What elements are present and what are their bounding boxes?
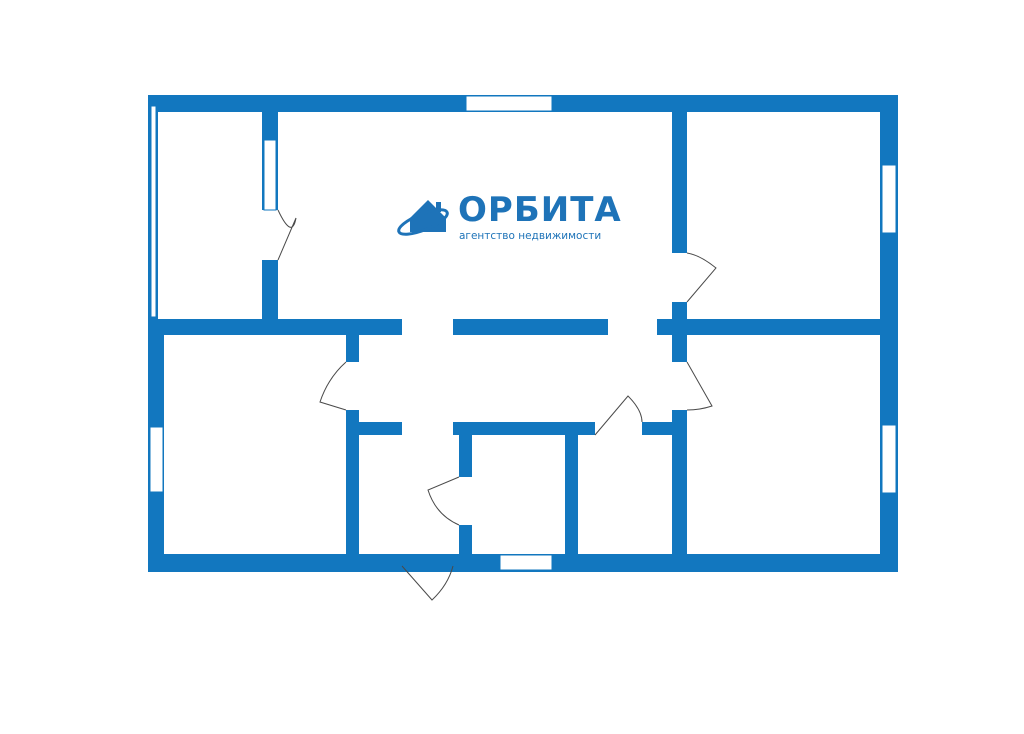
partition-upper-left-bottom <box>262 260 278 330</box>
bath-wall-right <box>565 422 578 572</box>
window-right-lower <box>881 424 897 494</box>
door-entrance <box>401 565 454 601</box>
mid-wall-center <box>453 319 608 335</box>
bath-wall-left-top <box>459 422 472 477</box>
mid-wall-right <box>657 319 897 335</box>
door-lower-left <box>319 361 347 411</box>
window-left-lower <box>149 426 164 493</box>
door-lower-right <box>686 361 713 411</box>
corridor-wall-center <box>453 422 595 435</box>
door-bath <box>427 476 460 526</box>
logo-tagline: агентство недвижимости <box>459 230 602 242</box>
window-upper-left-partition <box>263 139 277 211</box>
logo-name: ОРБИТА <box>458 190 622 230</box>
partition-lower-right-stub <box>672 332 687 362</box>
partition-lower-left-stub <box>346 332 359 362</box>
door-upper-right <box>686 252 717 303</box>
window-bottom <box>499 554 553 571</box>
partition-lower-left <box>346 410 359 572</box>
window-top <box>465 95 553 112</box>
bath-wall-left-bottom <box>459 525 472 572</box>
walls <box>148 95 898 572</box>
partition-lower-right <box>672 410 687 572</box>
windows <box>149 95 897 571</box>
house-orbit-icon <box>397 200 449 236</box>
window-right-upper <box>881 164 897 234</box>
window-left-tall <box>150 105 157 318</box>
corridor-wall-left <box>346 422 402 435</box>
doors <box>277 209 717 601</box>
partition-upper-right-bottom <box>672 302 687 332</box>
door-corridor-right <box>594 395 643 436</box>
partition-upper-right-top <box>672 95 687 253</box>
door-upper-left <box>277 209 297 261</box>
